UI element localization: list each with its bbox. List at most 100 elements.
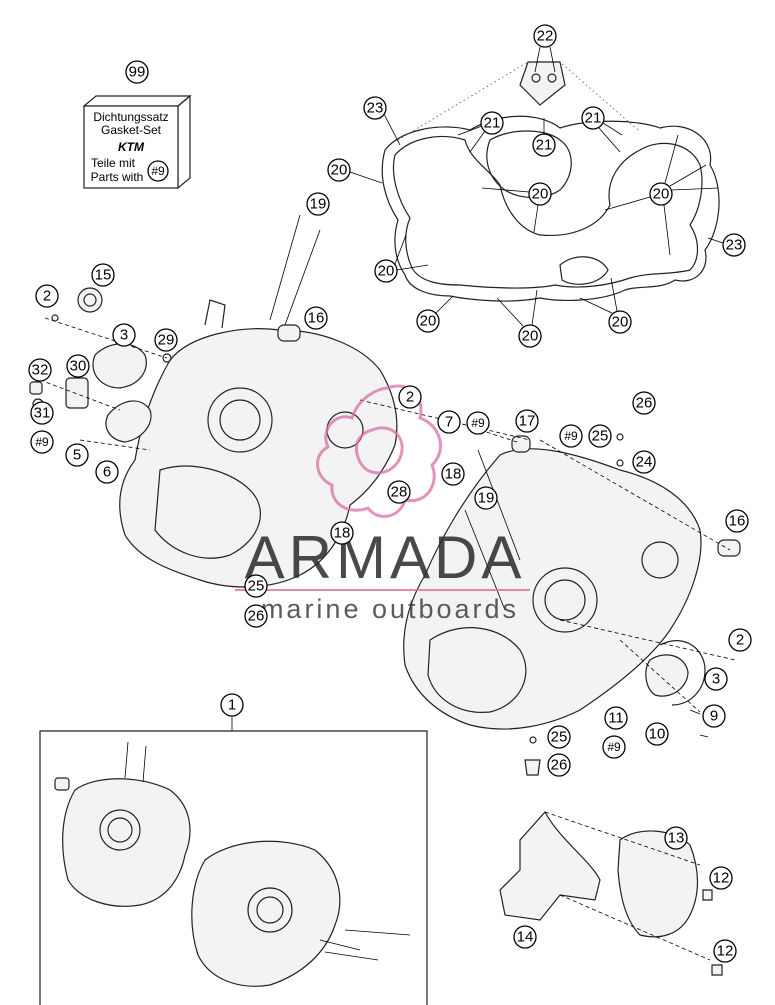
svg-text:3: 3 (712, 671, 720, 688)
callout-3b: 3 (704, 667, 728, 691)
callout-26c: 26 (547, 753, 571, 777)
callout-32: 32 (28, 358, 52, 382)
callout-21a: 21 (480, 111, 504, 135)
svg-text:20: 20 (612, 314, 629, 331)
svg-text:6: 6 (103, 464, 111, 481)
complete-crankcase-inset (39, 717, 428, 1005)
svg-text:29: 29 (158, 332, 175, 349)
svg-text:26: 26 (551, 757, 568, 774)
kit-line-3: Teile mit (91, 156, 136, 170)
svg-text:16: 16 (729, 513, 746, 530)
callout-25b: 25 (244, 574, 268, 598)
kit-line-4: Parts with (91, 170, 144, 184)
callout-12a: 12 (709, 866, 733, 890)
kit-line-2: Gasket-Set (101, 123, 162, 137)
svg-text:12: 12 (717, 943, 734, 960)
callout-9: 9 (702, 704, 726, 728)
leader-lines (39, 317, 736, 713)
svg-text:1: 1 (228, 697, 236, 714)
callout-20b: 20 (528, 182, 552, 206)
svg-text:20: 20 (532, 186, 549, 203)
svg-text:10: 10 (649, 726, 666, 743)
svg-text:9: 9 (710, 708, 718, 725)
svg-text:24: 24 (636, 454, 653, 471)
svg-text:25: 25 (592, 428, 609, 445)
callout-23a: 23 (363, 96, 387, 120)
svg-text:11: 11 (608, 710, 624, 727)
callout-1: 1 (220, 693, 244, 717)
svg-text:2: 2 (406, 389, 414, 406)
callout-layer: 99 22 23 23 21 21 21 20 20 20 20 20 20 2… (28, 24, 752, 963)
callout-21c: 21 (581, 106, 605, 130)
svg-text:#9: #9 (607, 740, 621, 754)
svg-text:19: 19 (310, 196, 327, 213)
callout-10: 10 (645, 722, 669, 746)
callout-2b: 2 (398, 385, 422, 409)
svg-text:21: 21 (585, 110, 602, 127)
svg-text:18: 18 (334, 525, 351, 542)
svg-text:15: 15 (95, 267, 112, 284)
svg-text:#9: #9 (35, 435, 49, 449)
callout-19b: 19 (474, 486, 498, 510)
svg-text:16: 16 (308, 310, 325, 327)
svg-text:2: 2 (736, 632, 744, 649)
callout-20d: 20 (374, 259, 398, 283)
svg-text:32: 32 (32, 362, 49, 379)
callout-3a: 3 (112, 323, 136, 347)
kit-line-1: Dichtungssatz (93, 110, 168, 124)
callout-ref9d: #9 (602, 735, 626, 759)
callout-18a: 18 (441, 462, 465, 486)
svg-text:20: 20 (522, 328, 539, 345)
svg-text:23: 23 (367, 100, 384, 117)
callout-25c: 25 (547, 725, 571, 749)
sprocket-cover-assembly (499, 810, 723, 976)
callout-13: 13 (664, 826, 688, 850)
callout-22: 22 (533, 24, 557, 48)
svg-text:2: 2 (43, 288, 51, 305)
callout-12b: 12 (713, 939, 737, 963)
callout-20e: 20 (416, 309, 440, 333)
callout-21b: 21 (532, 133, 556, 157)
svg-text:22: 22 (537, 28, 554, 45)
callout-30: 30 (66, 354, 90, 378)
svg-text:3: 3 (120, 327, 128, 344)
callout-15: 15 (91, 263, 115, 287)
watermark-subtitle: marine outboards (261, 594, 519, 624)
callout-29: 29 (154, 328, 178, 352)
svg-text:31: 31 (34, 405, 51, 422)
svg-text:99: 99 (129, 64, 146, 81)
svg-text:14: 14 (517, 929, 534, 946)
svg-text:7: 7 (445, 414, 453, 431)
gasket-kit-box: Dichtungssatz Gasket-Set KTM Teile mit P… (82, 94, 192, 190)
callout-20c: 20 (649, 182, 673, 206)
svg-text:20: 20 (653, 186, 670, 203)
svg-text:25: 25 (248, 578, 265, 595)
callout-14: 14 (513, 925, 537, 949)
right-crankcase-half (403, 433, 741, 776)
svg-text:26: 26 (636, 395, 653, 412)
svg-text:20: 20 (331, 162, 348, 179)
ktm-logo: KTM (118, 140, 145, 154)
callout-28: 28 (387, 480, 411, 504)
svg-text:28: 28 (391, 484, 408, 501)
callout-5: 5 (65, 443, 89, 467)
svg-text:13: 13 (668, 830, 685, 847)
svg-text:21: 21 (484, 115, 501, 132)
callout-20g: 20 (608, 310, 632, 334)
callout-11: 11 (604, 706, 628, 730)
kit-ref-callout: #9 (147, 160, 169, 182)
svg-text:26: 26 (248, 608, 265, 625)
callout-16b: 16 (725, 509, 749, 533)
crankcase-gasket (381, 61, 720, 302)
callout-ref9a: #9 (30, 430, 54, 454)
svg-text:#9: #9 (564, 429, 578, 443)
svg-text:30: 30 (70, 358, 87, 375)
svg-text:21: 21 (536, 137, 553, 154)
svg-text:#9: #9 (471, 416, 485, 430)
callout-26a: 26 (632, 391, 656, 415)
callout-26b: 26 (244, 604, 268, 628)
svg-text:#9: #9 (151, 164, 165, 178)
callout-ref9b: #9 (466, 411, 490, 435)
callout-24: 24 (632, 450, 656, 474)
